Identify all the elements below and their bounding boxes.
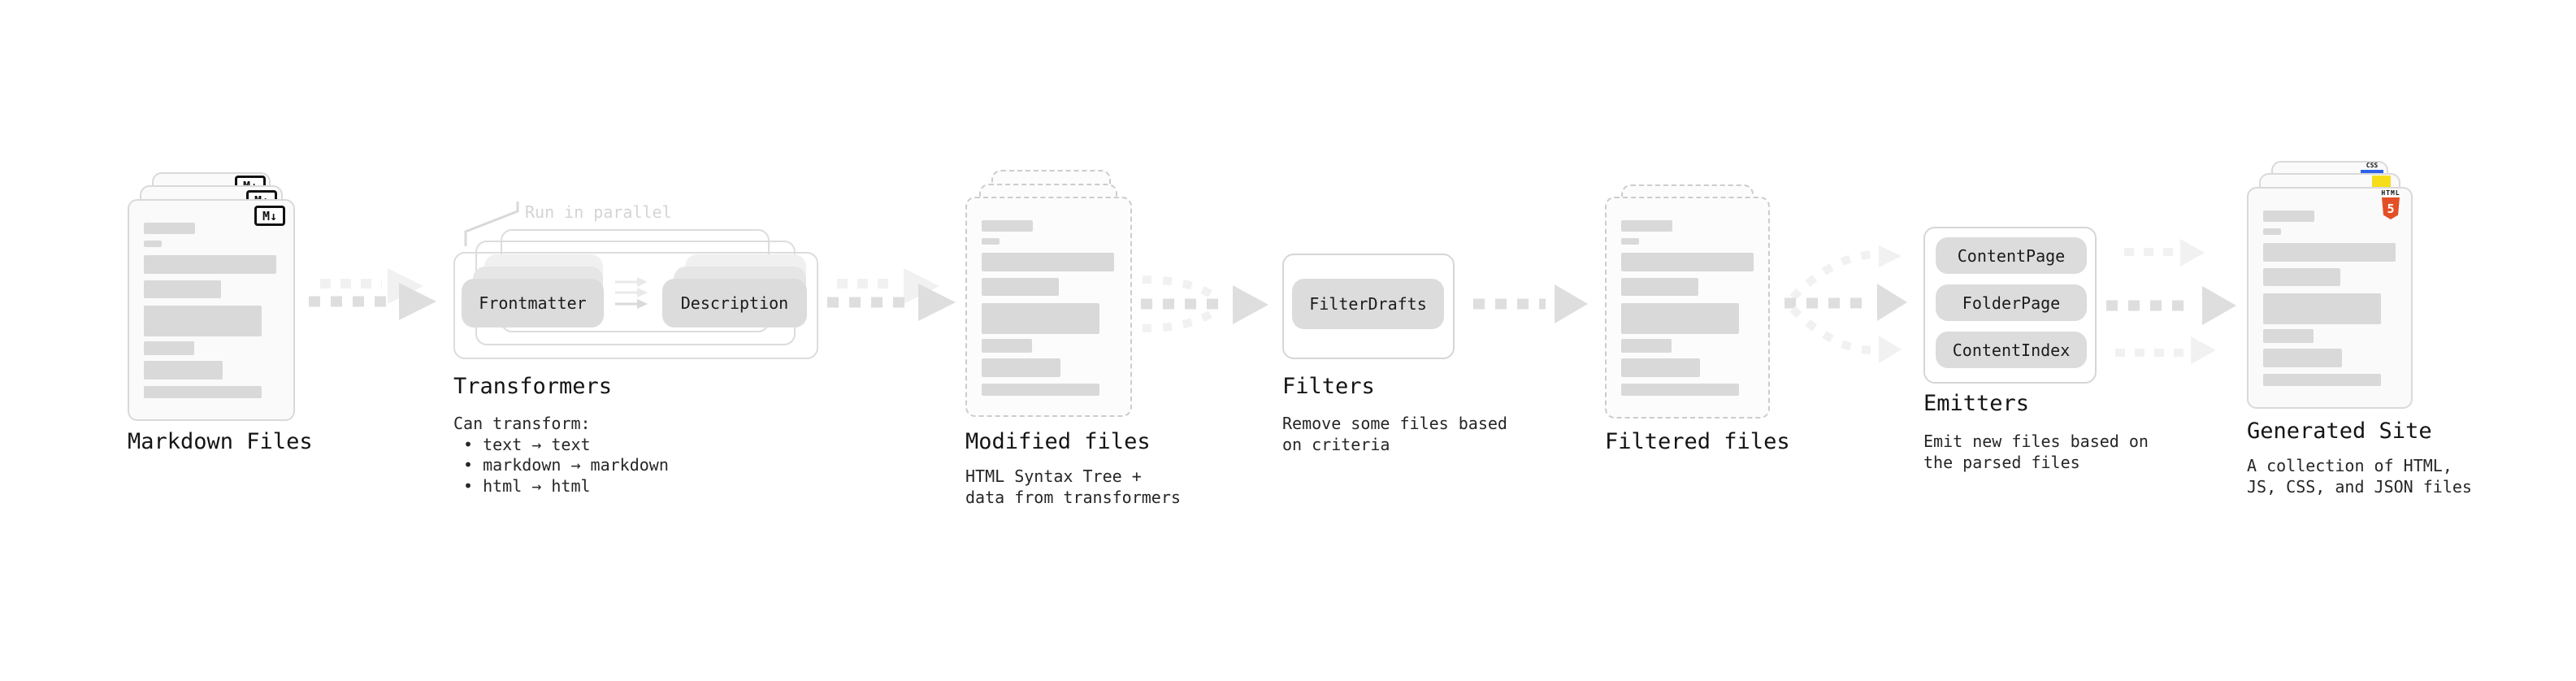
generated-site-description: A collection of HTML, JS, CSS, and JSON …	[2247, 456, 2472, 497]
file-content-skeleton	[1621, 220, 1754, 396]
arrow-modified-to-filters	[1141, 275, 1268, 332]
skeleton-line	[1621, 384, 1739, 396]
skeleton-line	[144, 341, 194, 355]
css-icon-label: CSS	[2366, 162, 2379, 169]
pill-folderpage: FolderPage	[1936, 284, 2087, 321]
arrow-filtered-to-emitters	[1785, 245, 1907, 363]
skeleton-line	[144, 361, 223, 380]
stage-title-markdown-files: Markdown Files	[128, 429, 313, 454]
emitters-description: Emit new files based on the parsed files	[1923, 432, 2149, 473]
skeleton-line	[982, 220, 1033, 232]
css-icon-bar	[2361, 170, 2383, 174]
skeleton-line	[982, 253, 1114, 271]
skeleton-line	[2263, 349, 2342, 367]
skeleton-line	[1621, 358, 1700, 377]
skeleton-line	[1621, 303, 1739, 334]
skeleton-line	[144, 280, 221, 298]
arrow-emitters-to-generated	[2106, 239, 2236, 364]
arrow-filters-to-filtered	[1473, 284, 1588, 323]
skeleton-line	[144, 223, 195, 234]
pill-filterdrafts: FilterDrafts	[1292, 279, 1444, 329]
file-content-skeleton	[982, 220, 1114, 396]
filters-box	[1282, 254, 1455, 359]
pill-frontmatter: Frontmatter	[462, 279, 604, 327]
css-icon: CSS	[2358, 162, 2386, 174]
file-content-skeleton	[144, 223, 276, 398]
skeleton-line	[982, 384, 1099, 396]
html5-icon-label: HTML	[2381, 189, 2400, 197]
filters-description: Remove some files based on criteria	[1282, 414, 1507, 455]
modified-files-description: HTML Syntax Tree + data from transformer…	[965, 466, 1181, 508]
skeleton-line	[982, 339, 1032, 353]
pill-contentindex: ContentIndex	[1936, 332, 2087, 368]
desc-line: the parsed files	[1923, 452, 2080, 472]
skeleton-line	[144, 386, 262, 398]
transformers-description: Can transform: • text → text • markdown …	[453, 414, 669, 497]
skeleton-line	[982, 303, 1099, 334]
skeleton-line	[982, 238, 1000, 245]
file-content-skeleton	[2263, 210, 2396, 386]
skeleton-line	[2263, 268, 2340, 286]
skeleton-line	[144, 306, 262, 336]
skeleton-line	[2263, 329, 2314, 343]
skeleton-line	[2263, 293, 2381, 324]
desc-line: Emit new files based on	[1923, 432, 2149, 451]
arrow-transformers-to-modified	[827, 268, 956, 321]
run-in-parallel-note: Run in parallel	[525, 202, 672, 222]
skeleton-line	[2263, 228, 2281, 235]
html5-icon: HTML 5	[2380, 189, 2401, 219]
skeleton-line	[1621, 339, 1672, 353]
stage-title-generated-site: Generated Site	[2247, 419, 2432, 444]
skeleton-line	[2263, 210, 2314, 222]
transformer-box-front	[453, 252, 818, 359]
skeleton-line	[144, 241, 162, 247]
skeleton-line	[2263, 243, 2396, 262]
stage-title-filtered-files: Filtered files	[1605, 429, 1790, 454]
desc-line: Remove some files based	[1282, 414, 1507, 433]
skeleton-line	[2263, 374, 2381, 386]
stage-title-emitters: Emitters	[1923, 391, 2030, 416]
desc-line: HTML Syntax Tree +	[965, 466, 1142, 486]
stage-title-modified-files: Modified files	[965, 429, 1151, 454]
stage-title-filters: Filters	[1282, 374, 1375, 399]
skeleton-line	[144, 255, 276, 274]
desc-line: • html → html	[463, 475, 591, 496]
pill-contentpage: ContentPage	[1936, 237, 2087, 274]
desc-line: Can transform:	[453, 414, 591, 433]
desc-line: on criteria	[1282, 434, 1390, 454]
emitters-box	[1923, 227, 2097, 384]
arrow-markdown-to-transformers	[309, 268, 436, 320]
skeleton-line	[982, 358, 1060, 377]
desc-line: JS, CSS, and JSON files	[2247, 476, 2472, 497]
desc-line: • markdown → markdown	[463, 455, 669, 475]
pill-description: Description	[662, 279, 807, 327]
skeleton-line	[1621, 220, 1672, 232]
skeleton-line	[1621, 238, 1639, 245]
skeleton-line	[1621, 253, 1754, 271]
stage-title-transformers: Transformers	[453, 374, 613, 399]
markdown-icon: M↓	[254, 206, 285, 226]
html5-icon-shield: 5	[2382, 197, 2400, 219]
desc-line: A collection of HTML,	[2247, 456, 2452, 475]
skeleton-line	[982, 278, 1059, 296]
desc-line: data from transformers	[965, 487, 1181, 507]
skeleton-line	[1621, 278, 1698, 296]
desc-line: • text → text	[463, 434, 591, 454]
